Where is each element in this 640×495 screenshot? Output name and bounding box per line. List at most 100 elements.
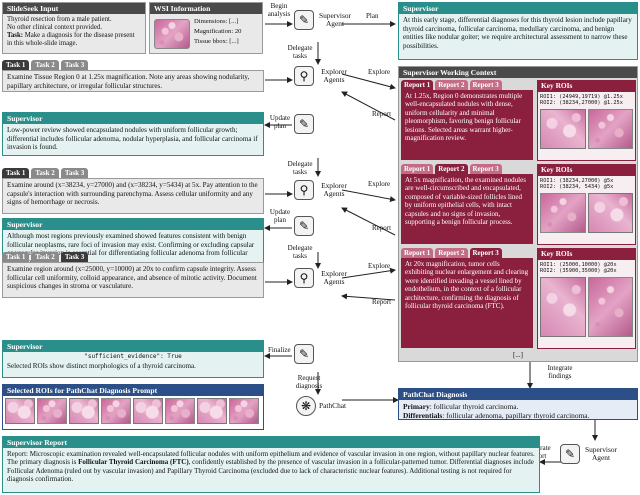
wsi-magnification: Magnification: 20 [194,28,242,35]
report-tab-2[interactable]: Report 2 [435,248,468,258]
roi-thumbnail [133,398,163,424]
supervisor-report-header: Supervisor Report [3,437,539,448]
r1-roi1: ROI1: (24949,19719) @1.25x [540,94,623,100]
report-tabs-1: Report 1 Report 2 Report 3 [401,80,502,90]
explorer-agents-3: ⚲ Explorer Agents [294,268,351,288]
roi-thumbnail [69,398,99,424]
wsi-info-panel: WSI Information Dimensions: [...] Magnif… [149,2,263,54]
task-tab-1[interactable]: Task 1 [2,252,30,262]
pathchat-agent: ❋ PathChat [296,396,346,416]
supervisor-final-text: Selected ROIs show distinct morphologics… [7,362,196,371]
task-box-3: Examine region around (x=25000, y=10000)… [2,262,264,298]
report-tab-1[interactable]: Report 1 [401,248,434,258]
task-tab-1[interactable]: Task 1 [2,168,30,178]
supervisor-agent-bottom: ✎ Supervisor Agent [560,444,619,464]
report-tab-1[interactable]: Report 1 [401,164,434,174]
begin-analysis-label: Begin analysis [267,2,291,18]
task-tab-2[interactable]: Task 2 [31,168,59,178]
report-tab-3[interactable]: Report 3 [469,80,502,90]
pathchat-agent-label: PathChat [319,400,347,410]
report-3-text: At 20x magnification, tumor cells exhibi… [401,258,533,348]
task-tab-3[interactable]: Task 3 [60,60,89,70]
supervisor-plan-header: Supervisor [399,3,637,14]
microscope-icon: ⚲ [294,66,314,86]
task-tabs-1: Task 1 Task 2 Task 3 [2,60,89,70]
wsi-tissue-bbox: Tissue bbox: [...] [194,38,239,45]
slideseek-line1: Thyroid resection from a male patient. [7,16,112,23]
report-tab-1[interactable]: Report 1 [401,80,434,90]
supervisor-icon: ✎ [560,444,580,464]
supervisor-icon: ✎ [294,216,314,236]
explore-label-2: Explore [368,180,391,188]
report-part1: Report: Microscopic examination revealed… [7,450,535,467]
selected-rois-header: Selected ROIs for PathChat Diagnosis Pro… [3,385,263,396]
report-tabs-3: Report 1 Report 2 Report 3 [401,248,502,258]
pathchat-diagnosis-box: PathChat Diagnosis Primary: follicular t… [398,388,638,420]
working-context-panel: Supervisor Working Context Report 1 Repo… [398,66,638,362]
supervisor-update-2-header: Supervisor [3,219,263,230]
task-tabs-3: Task 1 Task 2 Task 3 [2,252,89,262]
sufficient-evidence-code: "sufficient_evidence": True [84,353,182,360]
roi-image [540,276,586,337]
supervisor-update-box-1: Supervisor Low-power review showed encap… [2,112,264,156]
roi-thumbnail [197,398,227,424]
task-label: Task: [7,32,23,39]
request-diagnosis-label: Request diagnosis [295,374,323,390]
task-tab-3[interactable]: Task 3 [60,168,89,178]
explorer-agents-3-label: Explorer Agents [321,268,347,286]
r2-roi1: ROI1: (38234,27000) @5x [540,178,614,184]
update-plan-label-1: Update plan [269,114,291,130]
supervisor-plan-box: Supervisor At this early stage, differen… [398,2,638,60]
report-tab-3[interactable]: Report 3 [469,248,502,258]
report-2-text: At 5x magnification, the examined nodule… [401,174,533,244]
pathchat-diagnosis-header: PathChat Diagnosis [399,389,637,400]
wsi-info-header: WSI Information [150,3,262,14]
delegate-top-label: Delegate tasks [287,44,313,60]
differentials-value: : follicular adenoma, papillary thyroid … [442,411,590,420]
explorer-agents-2: ⚲ Explorer Agents [294,180,351,200]
task-2-text: Examine around (x=38234, y=27000) and (x… [7,181,258,207]
r2-roi2: ROI2: (38234, 5434) @5x [540,184,614,191]
report-tab-2[interactable]: Report 2 [435,80,468,90]
task-tab-2[interactable]: Task 2 [31,60,59,70]
report-tab-3[interactable]: Report 3 [469,164,502,174]
roi-image [587,108,633,149]
supervisor-update-1-header: Supervisor [3,113,263,124]
primary-label: Primary [403,402,430,411]
task-1-text: Examine Tissue Region 0 at 1.25x magnifi… [7,73,250,90]
supervisor-icon: ✎ [294,10,314,30]
report-tab-2[interactable]: Report 2 [435,164,468,174]
wsi-thumbnail [154,19,190,49]
key-rois-2: Key ROIs ROI1: (38234,27000) @5x ROI2: (… [537,164,636,245]
supervisor-agent-mid-1: ✎ [294,114,314,134]
delegate-tasks-label-3: Delegate tasks [287,244,313,260]
report-part2: , confidently established by the presenc… [7,458,534,484]
report-1-text: At 1.25x, Region 0 demonstrates multiple… [401,90,533,160]
key-rois-1-header: Key ROIs [537,80,636,91]
report-tabs-2: Report 1 Report 2 Report 3 [401,164,502,174]
supervisor-agent-final: ✎ [294,344,314,364]
selected-rois-panel: Selected ROIs for PathChat Diagnosis Pro… [2,384,264,430]
report-label-1: Report [372,110,392,118]
supervisor-agent-mid-2: ✎ [294,216,314,236]
explore-label-3: Explore [368,262,391,270]
task-tab-2[interactable]: Task 2 [31,252,59,262]
roi-thumbnail [5,398,35,424]
r3-roi1: ROI1: (25000,10000) @20x [540,262,617,268]
supervisor-agent-bottom-label: Supervisor Agent [584,444,618,462]
roi-image [587,276,633,337]
working-context-header: Supervisor Working Context [399,67,637,78]
r1-roi2: ROI2: (38234,27000) @1.25x [540,100,623,107]
roi-thumbnail [229,398,259,424]
task-tab-1[interactable]: Task 1 [2,60,30,70]
update-plan-label-2: Update plan [269,208,291,224]
roi-image [587,192,633,233]
task-tab-3[interactable]: Task 3 [60,252,89,262]
finalize-label: Finalize [268,346,291,354]
molecule-icon: ❋ [296,396,316,416]
microscope-icon: ⚲ [294,268,314,288]
slideseek-input-header: SlideSeek Input [3,3,145,14]
explorer-agents-1-label: Explorer Agents [321,66,347,84]
key-rois-3: Key ROIs ROI1: (25000,10000) @20x ROI2: … [537,248,636,349]
